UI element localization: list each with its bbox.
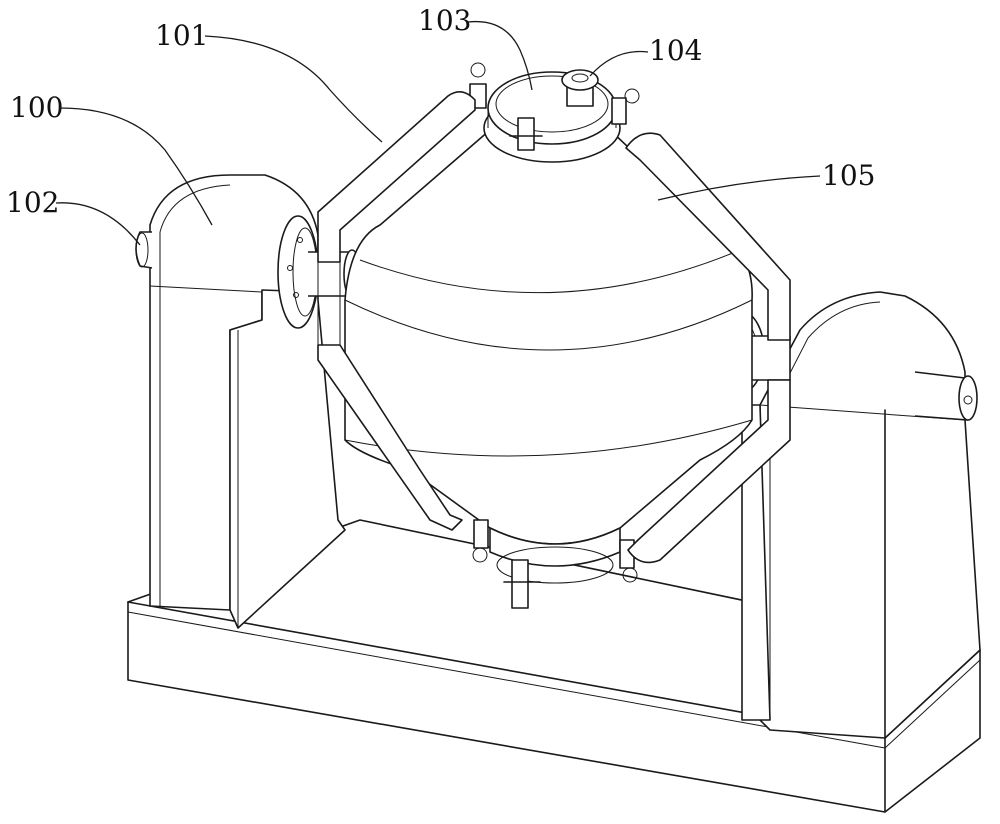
label-105: 105 bbox=[657, 159, 875, 201]
top-outlet bbox=[561, 69, 599, 107]
label-102: 102 bbox=[6, 186, 141, 246]
svg-text:105: 105 bbox=[822, 159, 875, 192]
left-support-pedestal bbox=[149, 174, 346, 629]
top-clamps bbox=[469, 62, 640, 151]
bottom-outlet bbox=[472, 519, 638, 609]
svg-text:100: 100 bbox=[10, 91, 63, 124]
label-104: 104 bbox=[589, 34, 702, 77]
label-103: 103 bbox=[418, 4, 533, 91]
svg-text:102: 102 bbox=[6, 186, 59, 219]
svg-text:101: 101 bbox=[155, 19, 208, 52]
vessel-body bbox=[344, 119, 753, 545]
top-lid bbox=[483, 71, 621, 163]
support-frame bbox=[317, 91, 791, 564]
svg-text:103: 103 bbox=[418, 4, 471, 37]
svg-text:104: 104 bbox=[649, 34, 702, 67]
left-shaft-end bbox=[135, 231, 153, 269]
right-shaft-end bbox=[914, 371, 978, 421]
label-101: 101 bbox=[155, 19, 383, 143]
label-100: 100 bbox=[10, 91, 213, 226]
